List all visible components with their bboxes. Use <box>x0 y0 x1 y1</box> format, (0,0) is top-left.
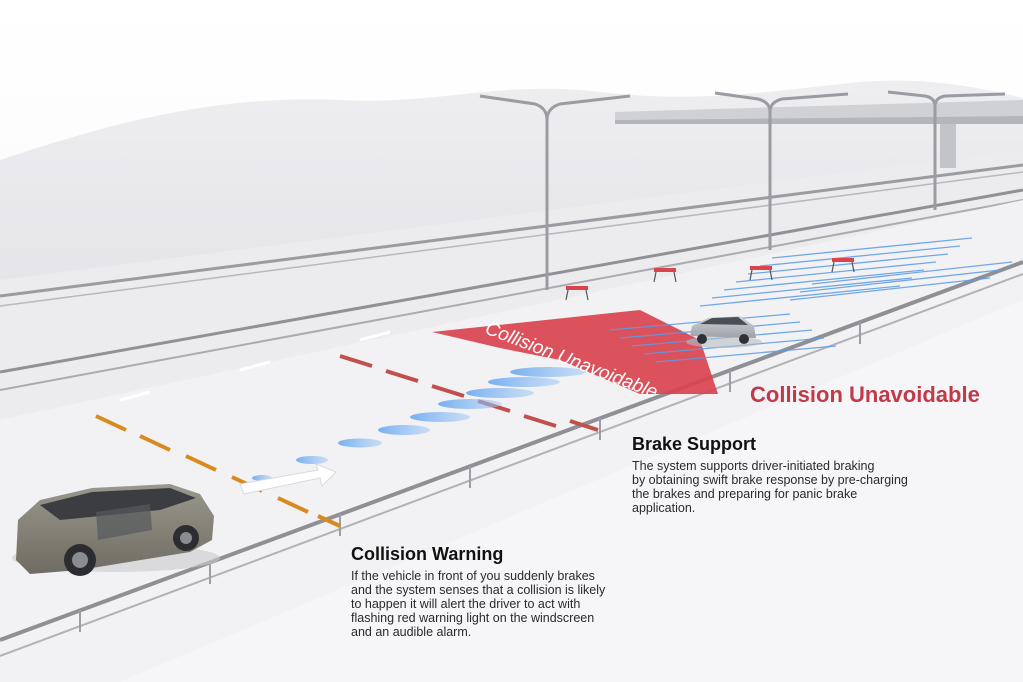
lane-marking-white <box>119 330 391 402</box>
radar-beams <box>252 367 586 481</box>
median-rail-top <box>0 188 1023 374</box>
far-guardrail <box>0 163 1023 298</box>
collision-unavoidable-label: Collision Unavoidable <box>750 382 980 407</box>
overpass <box>615 100 1023 168</box>
far-guardrail-lower <box>0 171 1023 307</box>
radar-wave-field <box>609 237 1013 363</box>
collision-warning-body: If the vehicle in front of you suddenly … <box>351 569 606 639</box>
far-roadway <box>0 150 1023 420</box>
median-rail-bottom <box>0 199 1023 391</box>
near-guardrail <box>0 260 1023 642</box>
forward-arrow <box>239 463 337 495</box>
collision-zone-panel <box>432 310 718 394</box>
brake-support-heading: Brake Support <box>632 434 757 454</box>
collision-warning-caption: Collision Warning If the vehicle in fron… <box>351 544 651 639</box>
lead-vehicle <box>686 316 762 348</box>
collision-warning-heading: Collision Warning <box>351 544 504 564</box>
brake-support-body: The system supports driver-initiated bra… <box>632 459 908 515</box>
near-guardrail-lower <box>0 273 1023 657</box>
brake-support-caption: Brake Support The system supports driver… <box>632 434 962 515</box>
street-lights <box>479 90 1006 290</box>
host-vehicle <box>12 484 220 576</box>
shoulder <box>120 300 1023 682</box>
barricades <box>565 258 855 301</box>
